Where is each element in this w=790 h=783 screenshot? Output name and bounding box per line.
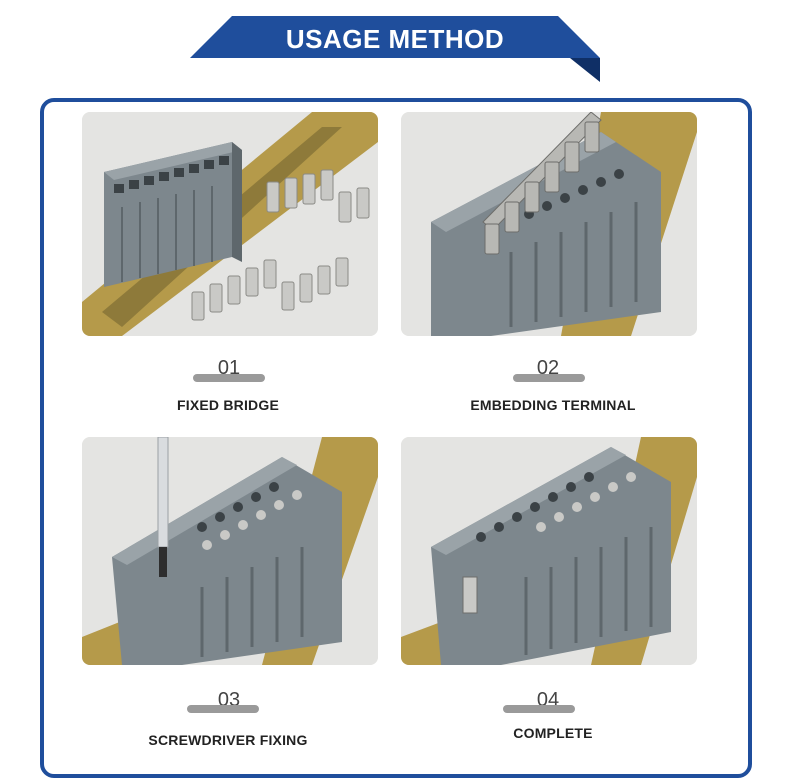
- header-banner: USAGE METHOD: [190, 14, 600, 82]
- step-3-photo: [82, 437, 378, 665]
- step-4-underline: [503, 705, 575, 713]
- step-3-underline: [187, 705, 259, 713]
- step-4-label: COMPLETE: [513, 725, 593, 741]
- step-1-number: 01: [217, 357, 241, 379]
- bridge-icon: [482, 112, 602, 255]
- step-2-label: EMBEDDING TERMINAL: [470, 397, 636, 413]
- step-1-underline: [193, 374, 265, 382]
- banner-shape: [190, 16, 600, 82]
- terminal-block-icon: [104, 142, 242, 287]
- page-title: USAGE METHOD: [285, 24, 505, 54]
- step-1-label: FIXED BRIDGE: [177, 397, 279, 413]
- step-2-photo: [401, 112, 697, 336]
- step-4-photo: [401, 437, 697, 665]
- step-2-underline: [513, 374, 585, 382]
- step-3-label: SCREWDRIVER FIXING: [148, 732, 308, 748]
- screwdriver-icon: [157, 437, 169, 577]
- step-2-number: 02: [536, 357, 560, 379]
- terminal-block-icon: [431, 447, 671, 665]
- step-1-photo: [82, 112, 378, 336]
- loose-bridges-icon: [191, 169, 370, 321]
